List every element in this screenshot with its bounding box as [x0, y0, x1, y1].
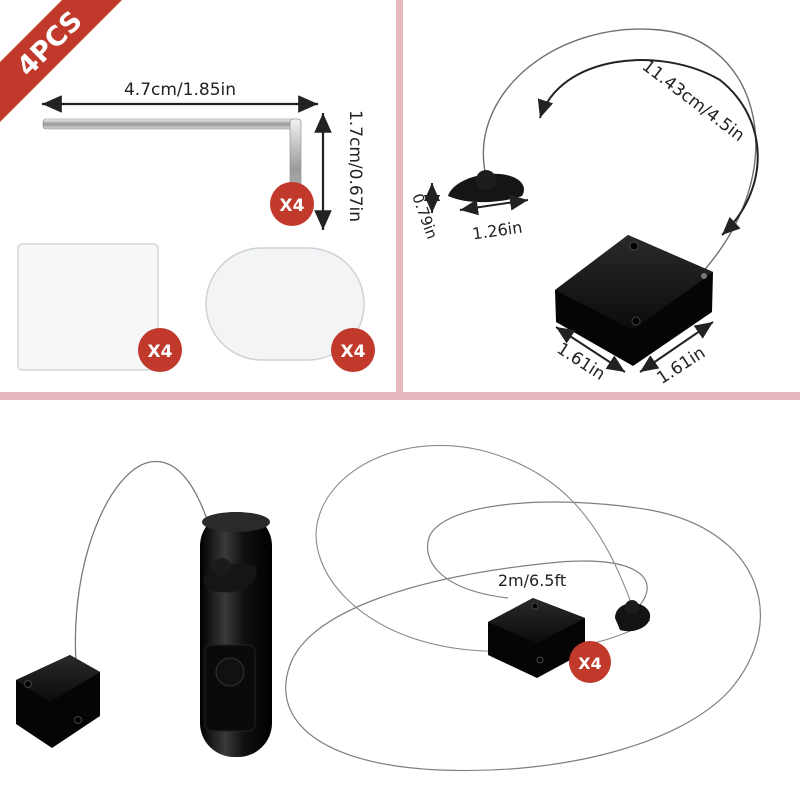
left-cable — [74, 460, 223, 663]
clip-width-label: 1.26in — [471, 218, 523, 244]
quantity-badge-square-pad: X4 — [138, 328, 182, 372]
clip-width-arrow — [459, 194, 529, 216]
panel-usage: 2m/6.5ft — [16, 445, 761, 772]
wrench-height-label: 1.7cm/0.67in — [345, 110, 365, 222]
allen-wrench — [42, 118, 302, 222]
panel-dimensions: 11.43cm/4.5in 0.79in 1.26in 1.61in 1.61i… — [408, 28, 759, 389]
svg-text:X4: X4 — [148, 342, 173, 362]
large-cable-loop — [285, 501, 761, 772]
quantity-badge-kit: X4 — [569, 641, 611, 683]
square-adhesive-pad — [17, 243, 159, 371]
box-depth-label: 1.61in — [653, 343, 709, 389]
quantity-badge-oval-pad: X4 — [331, 328, 375, 372]
svg-text:X4: X4 — [341, 342, 366, 362]
wrench-length-label: 4.7cm/1.85in — [124, 80, 236, 100]
outer-cable-loop — [315, 445, 651, 653]
box-depth-arrow — [639, 321, 714, 373]
box-width-arrow — [555, 326, 626, 373]
svg-text:X4: X4 — [280, 196, 305, 216]
tube-device — [200, 512, 272, 757]
clip-height-label: 0.79in — [408, 191, 441, 241]
small-cable-clip — [615, 600, 651, 632]
horizontal-divider — [0, 392, 800, 400]
quantity-badge-wrench: X4 — [270, 182, 314, 226]
cable-clip — [448, 170, 524, 203]
svg-text:X4: X4 — [578, 654, 601, 673]
cable-length-arrow — [537, 59, 759, 236]
retractor-box — [555, 235, 713, 366]
center-retractor-box — [488, 598, 585, 678]
left-retractor-box — [16, 655, 100, 748]
total-cable-label: 2m/6.5ft — [498, 571, 566, 590]
panel-accessories: 4.7cm/1.85in 1.7cm/0.67in — [17, 80, 365, 371]
cable-loop — [482, 28, 757, 276]
oval-adhesive-pad — [205, 247, 365, 361]
vertical-divider — [396, 0, 403, 392]
